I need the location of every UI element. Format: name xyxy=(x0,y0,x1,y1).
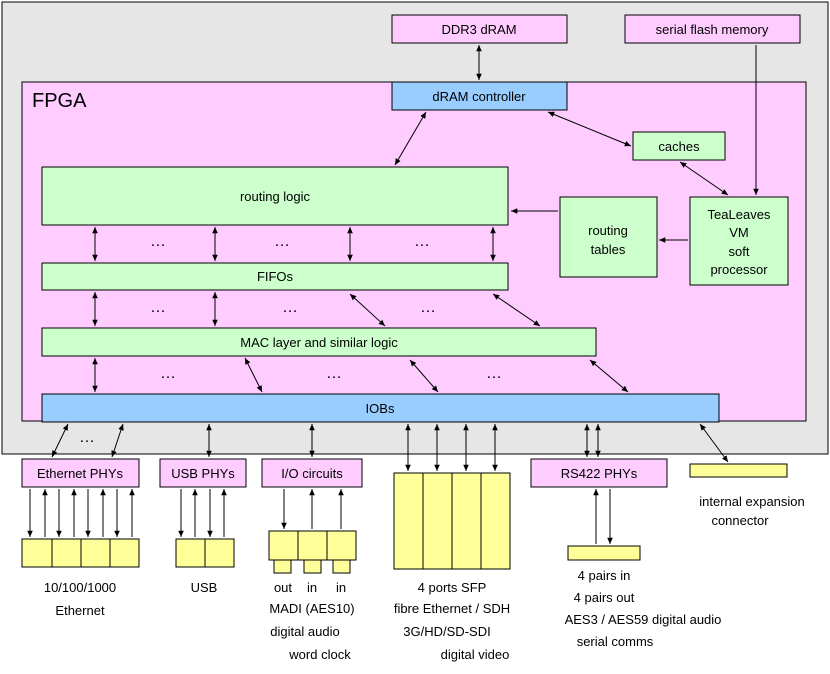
ethernet-caption-line: 10/100/1000 xyxy=(44,580,116,595)
dram-controller-box: dRAM controller xyxy=(391,81,568,111)
mac-iob-arrow xyxy=(409,359,439,393)
ellipsis: … xyxy=(150,299,166,316)
rs422-connector xyxy=(567,545,641,561)
ellipsis: … xyxy=(79,429,95,446)
expansion-caption: internal expansion connector xyxy=(699,494,805,528)
fifos-label: FIFOs xyxy=(257,269,294,284)
fpga-label: FPGA xyxy=(32,90,87,112)
rs422-phys-label: RS422 PHYs xyxy=(561,466,638,481)
sfp-caption-line: fibre Ethernet / SDH xyxy=(394,601,510,616)
rs422-caption-line: 4 pairs out xyxy=(574,590,635,605)
ethernet-phys-box: Ethernet PHYs xyxy=(21,458,140,488)
routing-logic-label: routing logic xyxy=(240,189,311,204)
io-circuits-label: I/O circuits xyxy=(281,466,343,481)
routing-logic-box: routing logic xyxy=(41,166,509,226)
io-caption-line: digital audio xyxy=(270,624,339,639)
rs422-caption: 4 pairs in 4 pairs out AES3 / AES59 digi… xyxy=(565,568,722,649)
caches-processor-arrow xyxy=(679,161,729,196)
io-port-in: in xyxy=(336,580,346,595)
ellipsis: … xyxy=(160,365,176,382)
io-caption: out in in MADI (AES10) digital audio wor… xyxy=(269,580,354,662)
caches-box: caches xyxy=(632,131,726,161)
sfp-caption-line: digital video xyxy=(441,647,510,662)
ellipsis: … xyxy=(150,233,166,250)
ethernet-phys-label: Ethernet PHYs xyxy=(37,466,123,481)
routing-tables-line-1: routing xyxy=(588,223,628,238)
ellipsis: … xyxy=(282,299,298,316)
ellipsis: … xyxy=(326,365,342,382)
caches-label: caches xyxy=(658,139,700,154)
processor-line-2: VM xyxy=(729,225,749,240)
rs422-caption-line: 4 pairs in xyxy=(578,568,631,583)
io-caption-line: word clock xyxy=(288,647,351,662)
ddr3-dram-label: DDR3 dRAM xyxy=(441,22,516,37)
dram-controller-label: dRAM controller xyxy=(432,89,526,104)
ellipsis: … xyxy=(414,233,430,250)
iobs-label: IOBs xyxy=(366,401,395,416)
sfp-caption-line: 3G/HD/SD-SDI xyxy=(403,624,490,639)
io-connectors xyxy=(268,530,357,574)
processor-line-1: TeaLeaves xyxy=(708,207,771,222)
sfp-caption-line: 4 ports SFP xyxy=(418,580,487,595)
tealeaves-processor-box: TeaLeaves VM soft processor xyxy=(689,196,789,286)
usb-phys-box: USB PHYs xyxy=(159,458,247,488)
mac-layer-box: MAC layer and similar logic xyxy=(41,327,597,357)
ethernet-connectors xyxy=(21,538,140,568)
rs422-caption-line: AES3 / AES59 digital audio xyxy=(565,612,722,627)
mac-iob-arrow xyxy=(589,359,629,393)
ellipsis: … xyxy=(274,233,290,250)
expansion-caption-line: internal expansion xyxy=(699,494,805,509)
iob-expansion-arrow xyxy=(699,423,729,463)
routing-tables-box: routing tables xyxy=(559,196,658,278)
connection-arrows xyxy=(27,45,759,544)
expansion-caption-line: connector xyxy=(711,513,769,528)
usb-connectors xyxy=(175,538,235,568)
mac-layer-label: MAC layer and similar logic xyxy=(240,335,398,350)
iob-ethernet-arrow xyxy=(51,423,69,458)
io-caption-line: MADI (AES10) xyxy=(269,601,354,616)
io-port-out: out xyxy=(274,580,292,595)
mac-iob-arrow xyxy=(244,357,263,393)
ethernet-caption-line: Ethernet xyxy=(55,603,105,618)
io-port-in: in xyxy=(307,580,317,595)
fifo-mac-arrow xyxy=(492,293,541,327)
fifo-mac-arrow xyxy=(349,293,386,327)
iob-ethernet-arrow xyxy=(111,423,124,458)
usb-caption: USB xyxy=(191,580,218,595)
rs422-caption-line: serial comms xyxy=(577,634,654,649)
io-circuits-box: I/O circuits xyxy=(261,458,363,488)
ellipsis: … xyxy=(486,365,502,382)
dram-routing-arrow xyxy=(394,111,427,166)
processor-line-3: soft xyxy=(729,244,750,259)
fifos-box: FIFOs xyxy=(41,262,509,291)
sfp-connectors xyxy=(393,472,511,570)
internal-expansion-connector xyxy=(689,463,788,478)
sfp-caption: 4 ports SFP fibre Ethernet / SDH 3G/HD/S… xyxy=(394,580,510,662)
serial-flash-box: serial flash memory xyxy=(624,14,801,44)
rs422-phys-box: RS422 PHYs xyxy=(530,458,668,488)
dram-caches-arrow xyxy=(547,111,632,147)
routing-tables-line-2: tables xyxy=(591,242,626,257)
ddr3-dram-box: DDR3 dRAM xyxy=(391,14,568,44)
usb-phys-label: USB PHYs xyxy=(171,466,235,481)
ellipsis-group: … … … … … … … … … … xyxy=(79,233,502,446)
ellipsis: … xyxy=(420,299,436,316)
serial-flash-label: serial flash memory xyxy=(656,22,769,37)
iobs-box: IOBs xyxy=(41,393,720,423)
processor-line-4: processor xyxy=(710,262,768,277)
ethernet-caption: 10/100/1000 Ethernet xyxy=(44,580,116,618)
